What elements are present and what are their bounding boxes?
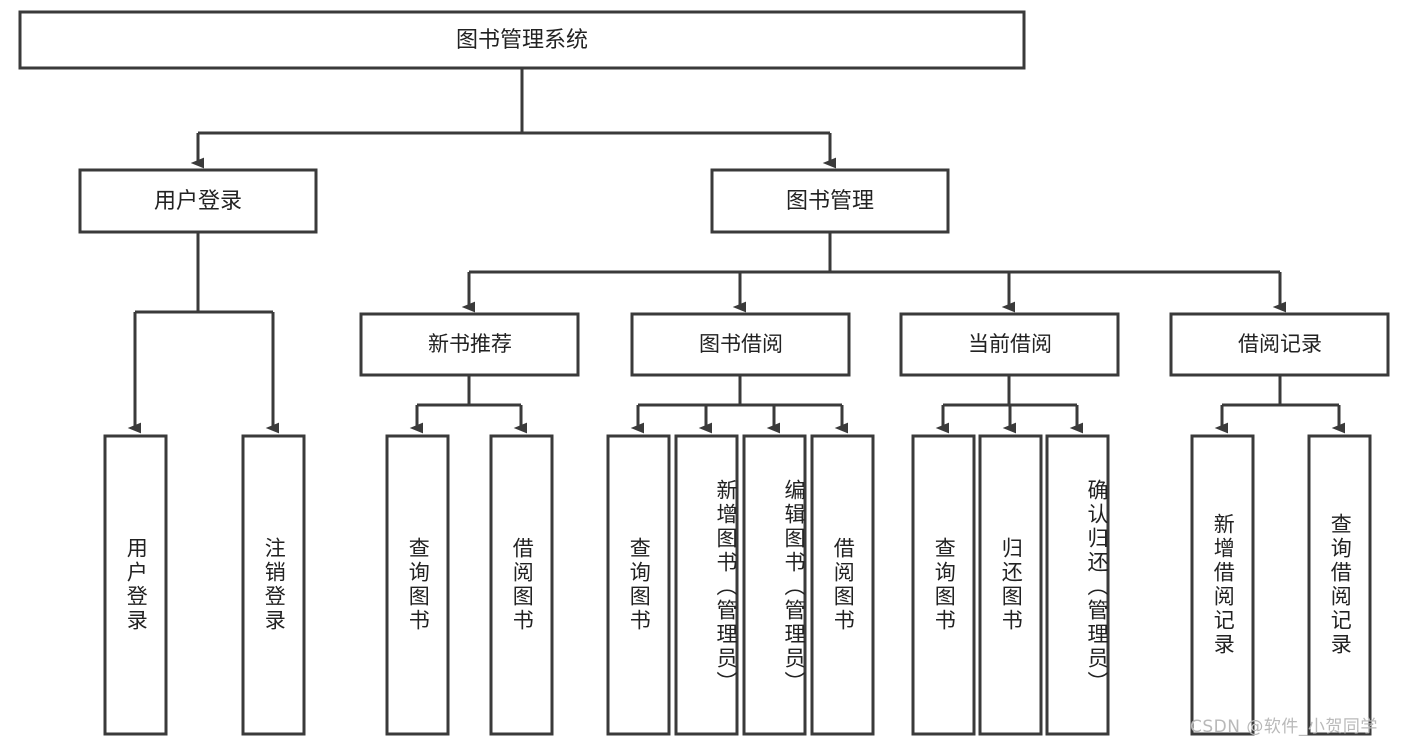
leaf-new-book-1[interactable] (385, 434, 450, 736)
node-root-label: 图书管理系统 (456, 28, 588, 53)
node-book-borrow-label: 图书借阅 (699, 332, 783, 356)
node-book-borrow[interactable] (630, 312, 851, 377)
leaf-borrow-records-2[interactable] (1307, 434, 1372, 736)
node-root[interactable] (18, 10, 1026, 70)
leaf-current-borrow-3[interactable] (1045, 434, 1110, 736)
node-new-book-recommend[interactable] (359, 312, 580, 377)
leaf-book-borrow-3[interactable] (742, 434, 807, 736)
node-borrow-records-label: 借阅记录 (1238, 332, 1322, 356)
leaf-book-borrow-2[interactable] (674, 434, 739, 736)
node-user-login-label: 用户登录 (154, 189, 242, 214)
leaf-book-borrow-4[interactable] (810, 434, 875, 736)
leaf-borrow-records-1[interactable] (1190, 434, 1255, 736)
watermark: CSDN @软件_小贺同学 (1190, 717, 1378, 737)
leaf-current-borrow-2[interactable] (978, 434, 1043, 736)
leaf-current-borrow-1[interactable] (911, 434, 976, 736)
node-new-book-recommend-label: 新书推荐 (428, 332, 512, 356)
node-current-borrow-label: 当前借阅 (968, 332, 1052, 356)
node-book-manage-label: 图书管理 (786, 189, 874, 214)
leaf-book-borrow-1[interactable] (606, 434, 671, 736)
leaf-new-book-2[interactable] (489, 434, 554, 736)
node-user-login[interactable] (78, 168, 318, 234)
node-current-borrow[interactable] (899, 312, 1120, 377)
node-borrow-records[interactable] (1169, 312, 1390, 377)
node-book-manage[interactable] (710, 168, 950, 234)
leaf-user-login-1[interactable] (103, 434, 168, 736)
leaf-user-login-2[interactable] (241, 434, 306, 736)
